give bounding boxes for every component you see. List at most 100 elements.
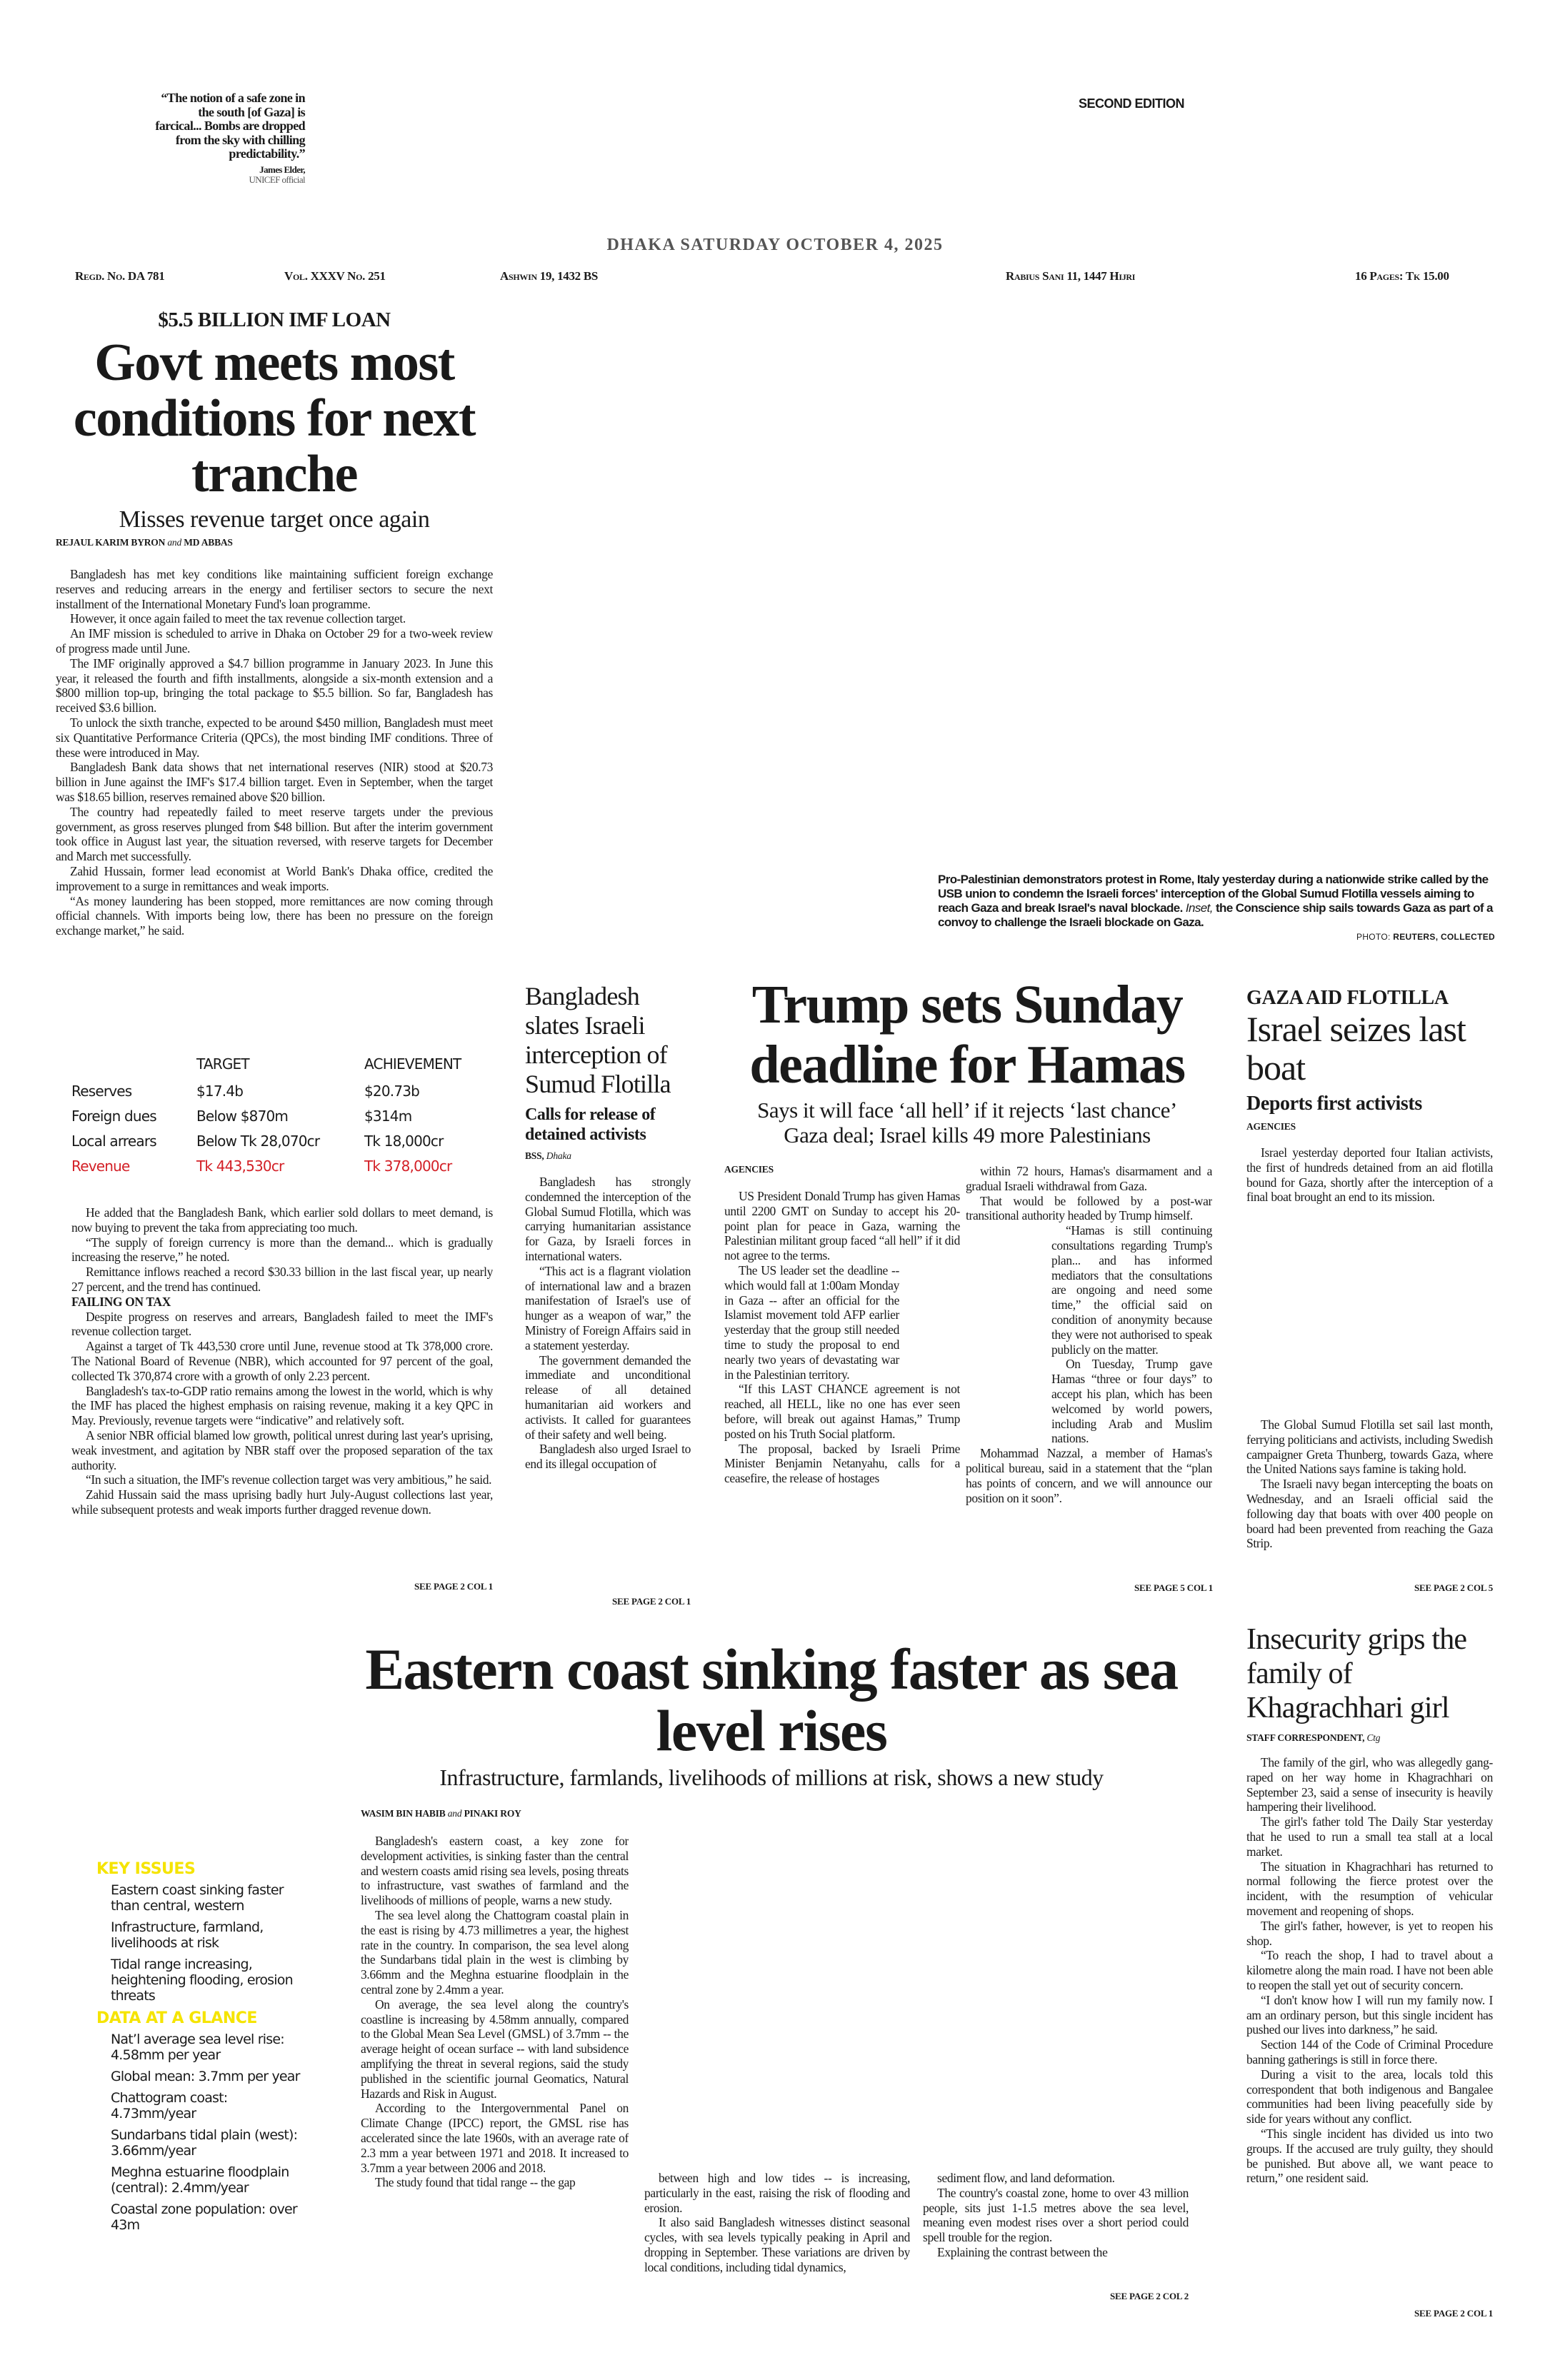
headline[interactable]: Insecurity grips the family of Khagrachh… — [1246, 1623, 1467, 1724]
photo-credit: PHOTO: REUTERS, COLLECTED — [938, 930, 1495, 944]
headline[interactable]: Trump sets Sunday deadline for Hamas — [749, 975, 1186, 1095]
jump-link[interactable]: SEE PAGE 2 COL 1 — [1414, 2308, 1493, 2319]
paragraph: That would be followed by a post-war tra… — [966, 1193, 1212, 1223]
byline: BSS, Dhaka — [525, 1150, 691, 1162]
paragraph: “The supply of foreign currency is more … — [71, 1235, 493, 1265]
caption-text: Pro-Palestinian demonstrators protest in… — [938, 873, 1489, 915]
paragraph: Bangladesh Bank data shows that net inte… — [56, 760, 493, 804]
list-item: Eastern coast sinking faster than centra… — [111, 1882, 284, 1914]
key-issues-list: Eastern coast sinking faster than centra… — [96, 1882, 311, 2004]
byline: AGENCIES — [1246, 1121, 1296, 1132]
subhead: FAILING ON TAX — [71, 1294, 171, 1309]
headline[interactable]: Govt meets most conditions for next tran… — [73, 333, 476, 503]
paragraph: Section 144 of the Code of Criminal Proc… — [1246, 2037, 1493, 2067]
byline: AGENCIES — [724, 1164, 774, 1175]
credit-source: REUTERS, COLLECTED — [1393, 932, 1495, 942]
gaza-body-continued: The Global Sumud Flotilla set sail last … — [1246, 1417, 1493, 1582]
paragraph: The Israeli navy began intercepting the … — [1246, 1477, 1493, 1551]
jump-link[interactable]: SEE PAGE 2 COL 2 — [1110, 2291, 1189, 2301]
imf-body-continued: He added that the Bangladesh Bank, which… — [71, 1205, 493, 1570]
paragraph: Zahid Hussain said the mass uprising bad… — [71, 1487, 493, 1517]
paragraph: Bangladesh also urged Israel to end its … — [525, 1442, 691, 1472]
volume-number: Vol. XXXV No. 251 — [284, 269, 386, 283]
caption-inset: Inset, — [1185, 901, 1214, 915]
paragraph: He added that the Bangladesh Bank, which… — [71, 1205, 493, 1235]
dateline: DHAKA SATURDAY OCTOBER 4, 2025 — [606, 236, 944, 254]
byline: STAFF CORRESPONDENT, Ctg — [1246, 1732, 1493, 1744]
target-value: $17.4b — [196, 1082, 244, 1100]
trump-story-header: Trump sets Sunday deadline for Hamas Say… — [720, 975, 1214, 1148]
quote-author: James Elder, — [259, 164, 305, 175]
author: PINAKI ROY — [464, 1808, 521, 1819]
author: WASIM BIN HABIB — [361, 1808, 446, 1819]
dateline: Ctg — [1366, 1732, 1381, 1743]
row-label: Foreign dues — [71, 1107, 157, 1125]
list-item: Coastal zone population: over 43m — [111, 2201, 298, 2233]
photo-caption: Pro-Palestinian demonstrators protest in… — [938, 873, 1495, 944]
story-kicker: $5.5 BILLION IMF LOAN — [158, 308, 391, 331]
paragraph: It also said Bangladesh witnesses distin… — [644, 2215, 910, 2274]
paragraph: Mohammad Nazzal, a member of Hamas's pol… — [966, 1446, 1212, 1505]
paragraph: Despite progress on reserves and arrears… — [71, 1309, 493, 1339]
coast-body-col2: between high and low tides -- is increas… — [644, 2171, 910, 2306]
byline-conjunction: and — [167, 537, 182, 548]
coast-body-col3: sediment flow, and land deformation.The … — [923, 2171, 1189, 2292]
dek: Deports first activists — [1246, 1093, 1422, 1115]
column-header — [71, 1050, 196, 1078]
coast-story-header: Eastern coast sinking faster as sea leve… — [343, 1639, 1200, 1791]
table-row: Reserves $17.4b $20.73b — [71, 1078, 461, 1103]
paragraph: The government demanded the immediate an… — [525, 1352, 691, 1442]
column-header: ACHIEVEMENT — [364, 1055, 461, 1073]
coast-body-col1: Bangladesh's eastern coast, a key zone f… — [361, 1834, 629, 2305]
paragraph: The country had repeatedly failed to mee… — [56, 804, 493, 864]
pull-quote: “The notion of a safe zone in the south … — [154, 91, 305, 185]
paragraph: According to the Intergovernmental Panel… — [361, 2101, 629, 2175]
jump-link[interactable]: SEE PAGE 2 COL 5 — [1414, 1582, 1493, 1593]
data-list: Nat’l average sea level rise: 4.58mm per… — [96, 2032, 311, 2233]
list-item: Nat’l average sea level rise: 4.58mm per… — [111, 2032, 285, 2063]
sidebar-heading: DATA AT A GLANCE — [96, 2009, 257, 2027]
jump-link[interactable]: SEE PAGE 2 COL 1 — [612, 1596, 691, 1607]
list-item: Chattogram coast: 4.73mm/year — [111, 2090, 228, 2122]
paragraph: The IMF originally approved a $4.7 billi… — [56, 656, 493, 715]
author: MD ABBAS — [184, 537, 233, 548]
khagra-body: The family of the girl, who was allegedl… — [1246, 1755, 1493, 2304]
row-label: Reserves — [71, 1082, 132, 1100]
credit-label: PHOTO: — [1356, 932, 1391, 942]
paragraph: “In such a situation, the IMF's revenue … — [86, 1472, 492, 1487]
achievement-value: $20.73b — [364, 1082, 420, 1100]
author: STAFF CORRESPONDENT, — [1246, 1732, 1365, 1743]
headline[interactable]: Eastern coast sinking faster as sea leve… — [365, 1637, 1179, 1763]
paragraph: Bangladesh's tax-to-GDP ratio remains am… — [71, 1383, 493, 1428]
target-value: Tk 443,530cr — [196, 1157, 284, 1175]
jump-link[interactable]: SEE PAGE 5 COL 1 — [1134, 1582, 1213, 1593]
list-item: Sundarbans tidal plain (west): 3.66mm/ye… — [111, 2127, 298, 2159]
paragraph: The country's coastal zone, home to over… — [923, 2185, 1189, 2245]
imf-body: Bangladesh has met key conditions like m… — [56, 567, 493, 974]
quote-text: “The notion of a safe zone in the south … — [155, 91, 305, 161]
target-value: Below Tk 28,070cr — [196, 1132, 320, 1150]
byline: REJAUL KARIM BYRON and MD ABBAS — [56, 537, 233, 548]
photo — [514, 300, 1493, 864]
list-item: Infrastructure, farmland, livelihoods at… — [111, 1919, 264, 1951]
pages-price: 16 Pages: Tk 15.00 — [1355, 269, 1449, 283]
paragraph: Bangladesh has met key conditions like m… — [56, 567, 493, 611]
paragraph: within 72 hours, Hamas's disarmament and… — [966, 1164, 1212, 1193]
quote-role: UNICEF official — [249, 174, 306, 185]
paragraph: “Hamas is still continuing consultations… — [1051, 1223, 1212, 1357]
sidebar-heading: KEY ISSUES — [96, 1860, 196, 1878]
list-item: Meghna estuarine floodplain (central): 2… — [111, 2164, 289, 2196]
paragraph: between high and low tides -- is increas… — [644, 2171, 910, 2215]
row-label: Local arrears — [71, 1132, 157, 1150]
headline[interactable]: Israel seizes last boat — [1246, 1009, 1466, 1088]
paragraph: On average, the sea level along the coun… — [361, 1997, 629, 2101]
paragraph: The girl's father told The Daily Star ye… — [1246, 1814, 1493, 1859]
paragraph: Explaining the contrast between the — [937, 2244, 1108, 2259]
paragraph: On Tuesday, Trump gave Hamas “three or f… — [1051, 1357, 1212, 1446]
headline[interactable]: Bangladesh slates Israeli interception o… — [525, 982, 671, 1098]
jump-link[interactable]: SEE PAGE 2 COL 1 — [414, 1581, 493, 1592]
paragraph: “This single incident has divided us int… — [1246, 2126, 1493, 2186]
